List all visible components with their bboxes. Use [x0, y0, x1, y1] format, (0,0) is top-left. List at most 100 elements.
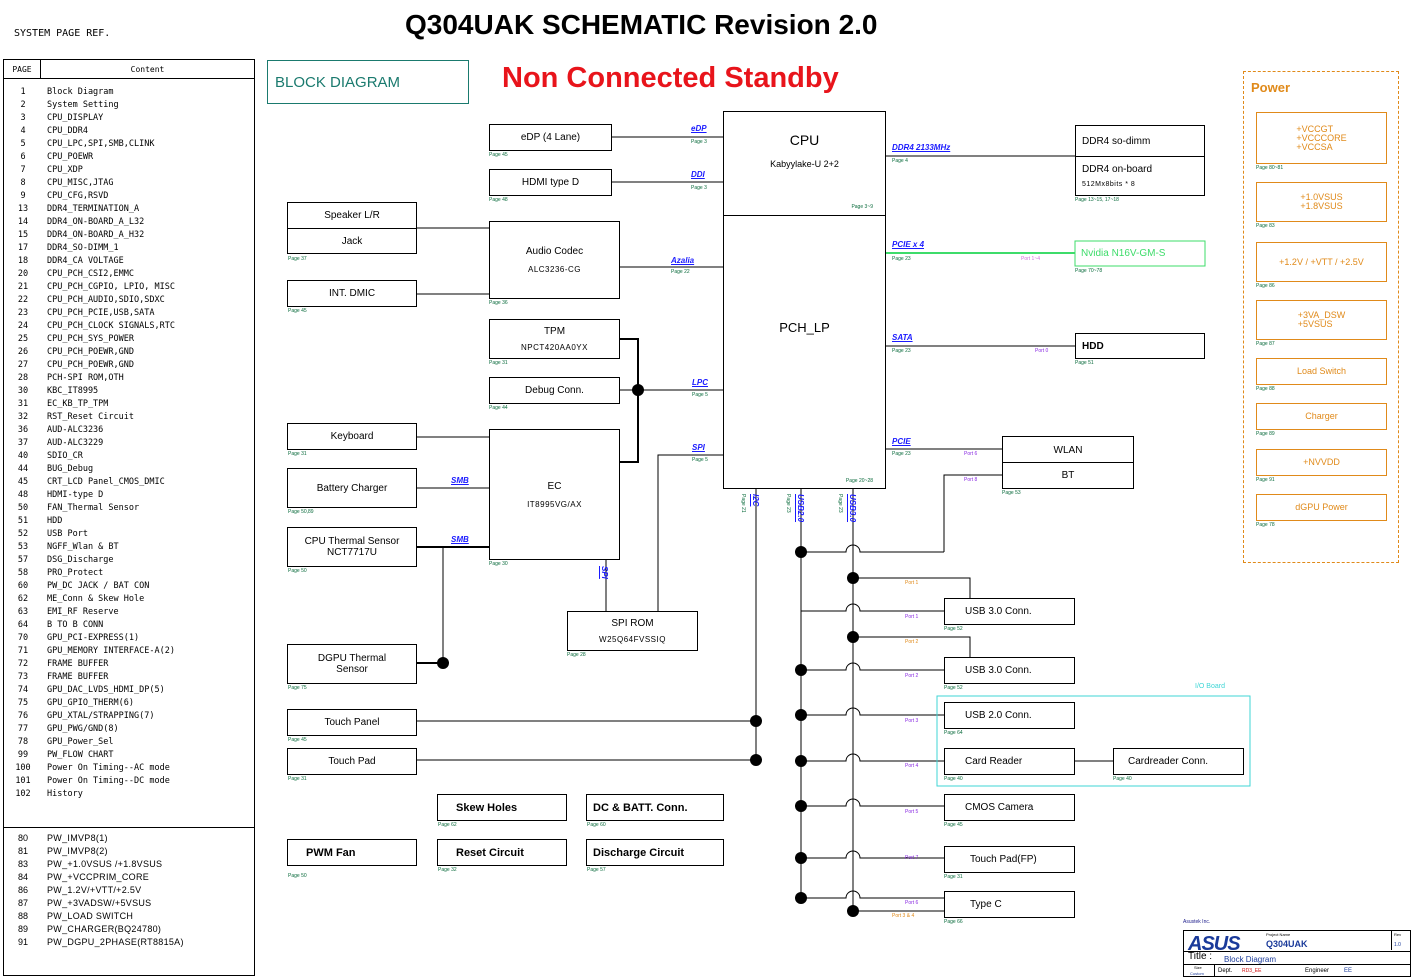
touch-pad-block[interactable]: Touch Pad — [287, 748, 417, 775]
usb30-conn-2-block[interactable]: USB 3.0 Conn. — [944, 657, 1075, 684]
power-rail-box[interactable]: +1.2V / +VTT / +2.5V — [1256, 242, 1387, 282]
pwm-fan-block[interactable]: PWM Fan — [287, 839, 417, 866]
touch-panel-block[interactable]: Touch Panel — [287, 709, 417, 736]
power-rail-box[interactable]: +3VA_DSW+5VSUS — [1256, 300, 1387, 340]
hdmi-block[interactable]: HDMI type D — [489, 169, 612, 196]
edp-block[interactable]: eDP (4 Lane) — [489, 124, 612, 151]
type-c-block[interactable]: Type C — [944, 891, 1075, 918]
skew-holes-block[interactable]: Skew Holes — [437, 794, 567, 821]
debug-conn-block[interactable]: Debug Conn. — [489, 377, 620, 404]
wlan-block[interactable]: WLAN — [1002, 436, 1134, 463]
power-rail-box[interactable]: Charger — [1256, 403, 1387, 430]
nvidia-gpu-label[interactable]: Nvidia N16V-GM-S — [1081, 248, 1166, 259]
card-reader-block[interactable]: Card Reader — [944, 748, 1075, 775]
keyboard-block[interactable]: Keyboard — [287, 423, 417, 450]
ec-block[interactable]: EC IT8995VG/AX — [489, 429, 620, 560]
reset-circuit-block[interactable]: Reset Circuit — [437, 839, 567, 866]
pch-block[interactable]: PCH_LP Page 20~28 — [723, 215, 886, 489]
spi-rom-block[interactable]: SPI ROM W25Q64FVSSIQ — [567, 611, 698, 651]
power-rail-box[interactable]: Load Switch — [1256, 358, 1387, 385]
discharge-circuit-block[interactable]: Discharge Circuit — [586, 839, 724, 866]
hdd-block[interactable]: HDD — [1075, 333, 1205, 359]
cpu-block[interactable]: CPU Kabyylake-U 2+2 Page 3~9 — [723, 111, 886, 216]
ddr4-sodimm-block[interactable]: DDR4 so-dimm — [1075, 125, 1205, 157]
dc-batt-conn-block[interactable]: DC & BATT. Conn. — [586, 794, 724, 821]
power-rail-box[interactable]: dGPU Power — [1256, 494, 1387, 521]
tpm-block[interactable]: TPM NPCT420AA0YX — [489, 319, 620, 359]
dgpu-thermal-block[interactable]: DGPU Thermal Sensor — [287, 644, 417, 684]
cpu-thermal-block[interactable]: CPU Thermal Sensor NCT7717U — [287, 527, 417, 567]
bt-block[interactable]: BT — [1002, 462, 1134, 489]
cardreader-conn-block[interactable]: Cardreader Conn. — [1113, 748, 1244, 775]
power-rail-box[interactable]: +1.0VSUS+1.8VSUS — [1256, 182, 1387, 222]
battery-charger-block[interactable]: Battery Charger — [287, 468, 417, 508]
speaker-block[interactable]: Speaker L/R — [287, 202, 417, 228]
power-rail-box[interactable]: +VCCGT+VCCCORE+VCCSA — [1256, 112, 1387, 164]
usb20-conn-block[interactable]: USB 2.0 Conn. — [944, 702, 1075, 729]
dmic-block[interactable]: INT. DMIC — [287, 280, 417, 307]
jack-block[interactable]: Jack — [287, 228, 417, 254]
